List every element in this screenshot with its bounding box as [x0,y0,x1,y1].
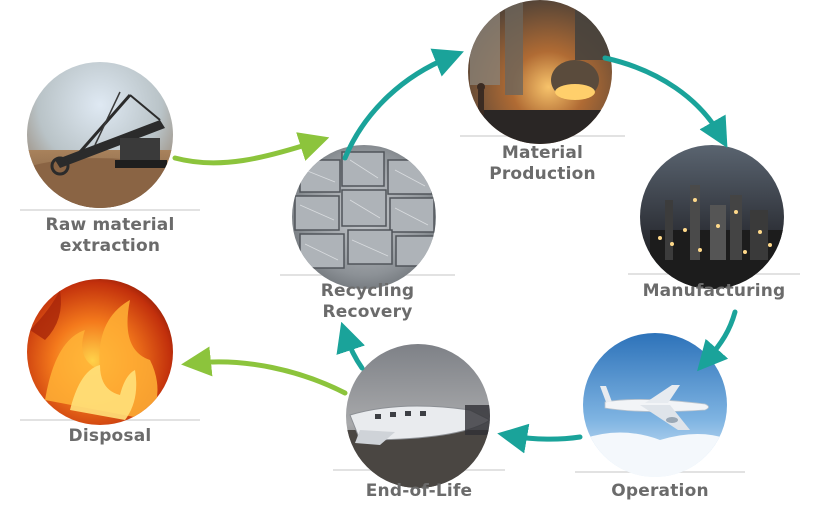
label-operation: Operation [611,481,709,501]
arrow-recycling-to-production [342,48,464,161]
end-of-life-image [346,344,490,488]
arrow-manufacturing-to-operation [697,309,738,372]
label-disposal: Disposal [68,426,152,446]
arrow-operation-to-end-of-life [497,423,583,454]
label-manufacturing: Manufacturing [642,281,786,301]
material-production-image [468,0,612,144]
operation-image [583,333,727,477]
arrow-end-of-life-to-recycling [336,321,365,371]
label-raw-material: Raw material extraction [45,215,175,256]
recycling-image [292,145,436,289]
label-end-of-life: End-of-Life [365,481,473,501]
arrow-production-to-manufacturing [602,55,728,149]
arrow-raw-to-recycling [172,132,330,166]
arrow-end-of-life-to-disposal [181,346,348,396]
disposal-image [27,279,173,425]
label-material-production: Material Production [489,143,596,184]
raw-material-image [27,62,173,208]
manufacturing-image [640,145,784,289]
label-recycling: Recycling Recovery [320,281,415,322]
